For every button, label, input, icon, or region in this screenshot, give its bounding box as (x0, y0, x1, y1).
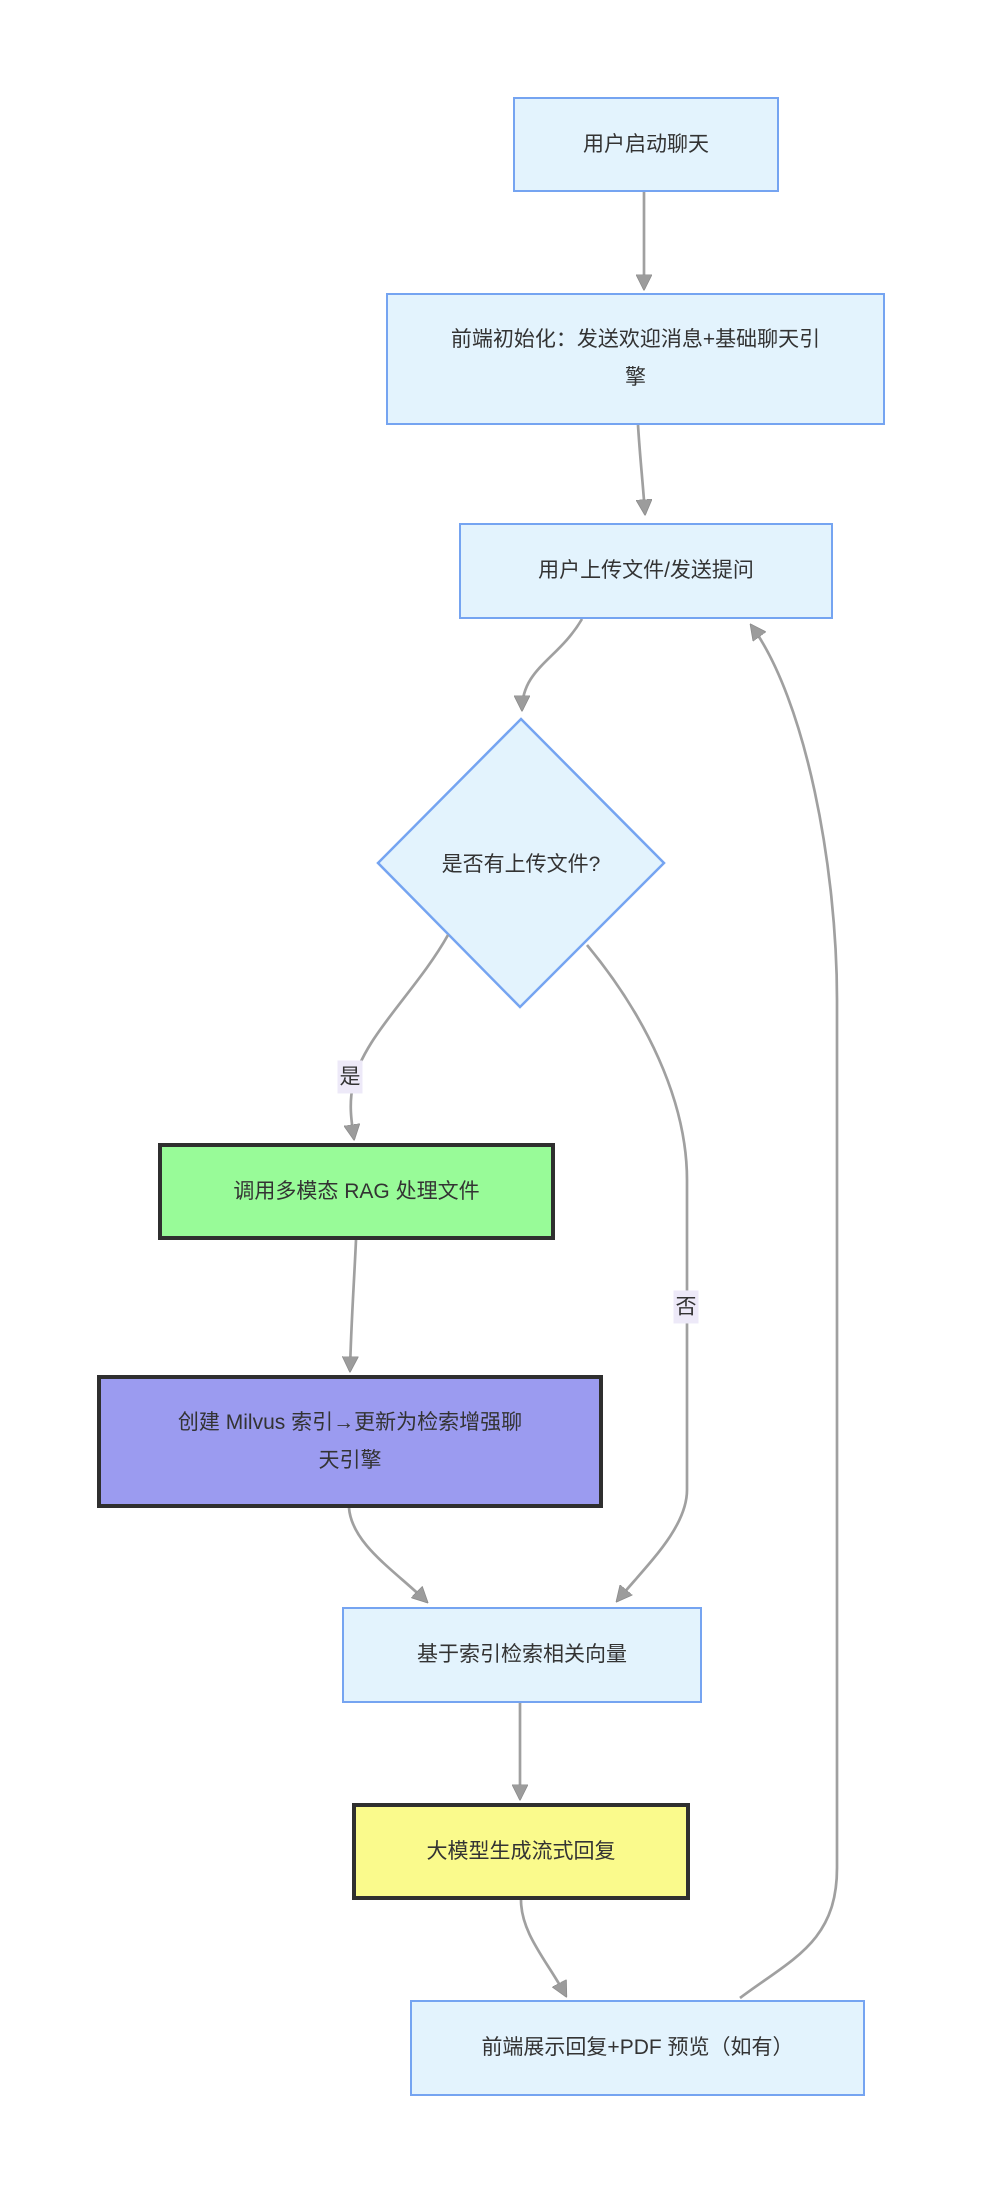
edge-label-yes: 是 (337, 1060, 363, 1094)
edge-llm-display (519, 1899, 568, 1996)
edge-init-upload (638, 424, 645, 514)
edge-rag-milvus (350, 1239, 356, 1371)
node-init: 前端初始化：发送欢迎消息+基础聊天引擎 (386, 293, 885, 425)
node-upload: 用户上传文件/发送提问 (459, 523, 833, 619)
node-decision-label: 是否有上传文件? (441, 853, 601, 876)
node-llm: 大模型生成流式回复 (352, 1803, 690, 1900)
node-start: 用户启动聊天 (513, 97, 779, 192)
node-rag-label: 调用多模态 RAG 处理文件 (233, 1179, 480, 1203)
node-init-label: 前端初始化：发送欢迎消息+基础聊天引擎 (450, 328, 821, 389)
edge-label-no: 否 (673, 1290, 699, 1324)
edge-milvus-retrieve (347, 1507, 427, 1602)
edge-decision-rag-yes (351, 934, 450, 1139)
node-upload-label: 用户上传文件/发送提问 (538, 559, 754, 583)
edge-upload-decision (522, 618, 584, 710)
node-decision-shape (376, 717, 666, 1009)
node-llm-label: 大模型生成流式回复 (426, 1839, 616, 1863)
node-display: 前端展示回复+PDF 预览（如有） (410, 2000, 865, 2096)
node-retrieve-label: 基于索引检索相关向量 (417, 1643, 627, 1667)
node-rag: 调用多模态 RAG 处理文件 (158, 1143, 555, 1240)
edge-display-upload-return (739, 625, 839, 2000)
node-display-label: 前端展示回复+PDF 预览（如有） (481, 2036, 794, 2060)
edge-decision-retrieve-no (585, 944, 689, 1601)
node-milvus: 创建 Milvus 索引→更新为检索增强聊天引擎 (97, 1375, 603, 1508)
node-milvus-label: 创建 Milvus 索引→更新为检索增强聊天引擎 (177, 1410, 523, 1472)
node-retrieve: 基于索引检索相关向量 (342, 1607, 702, 1703)
node-start-label: 用户启动聊天 (583, 132, 709, 156)
